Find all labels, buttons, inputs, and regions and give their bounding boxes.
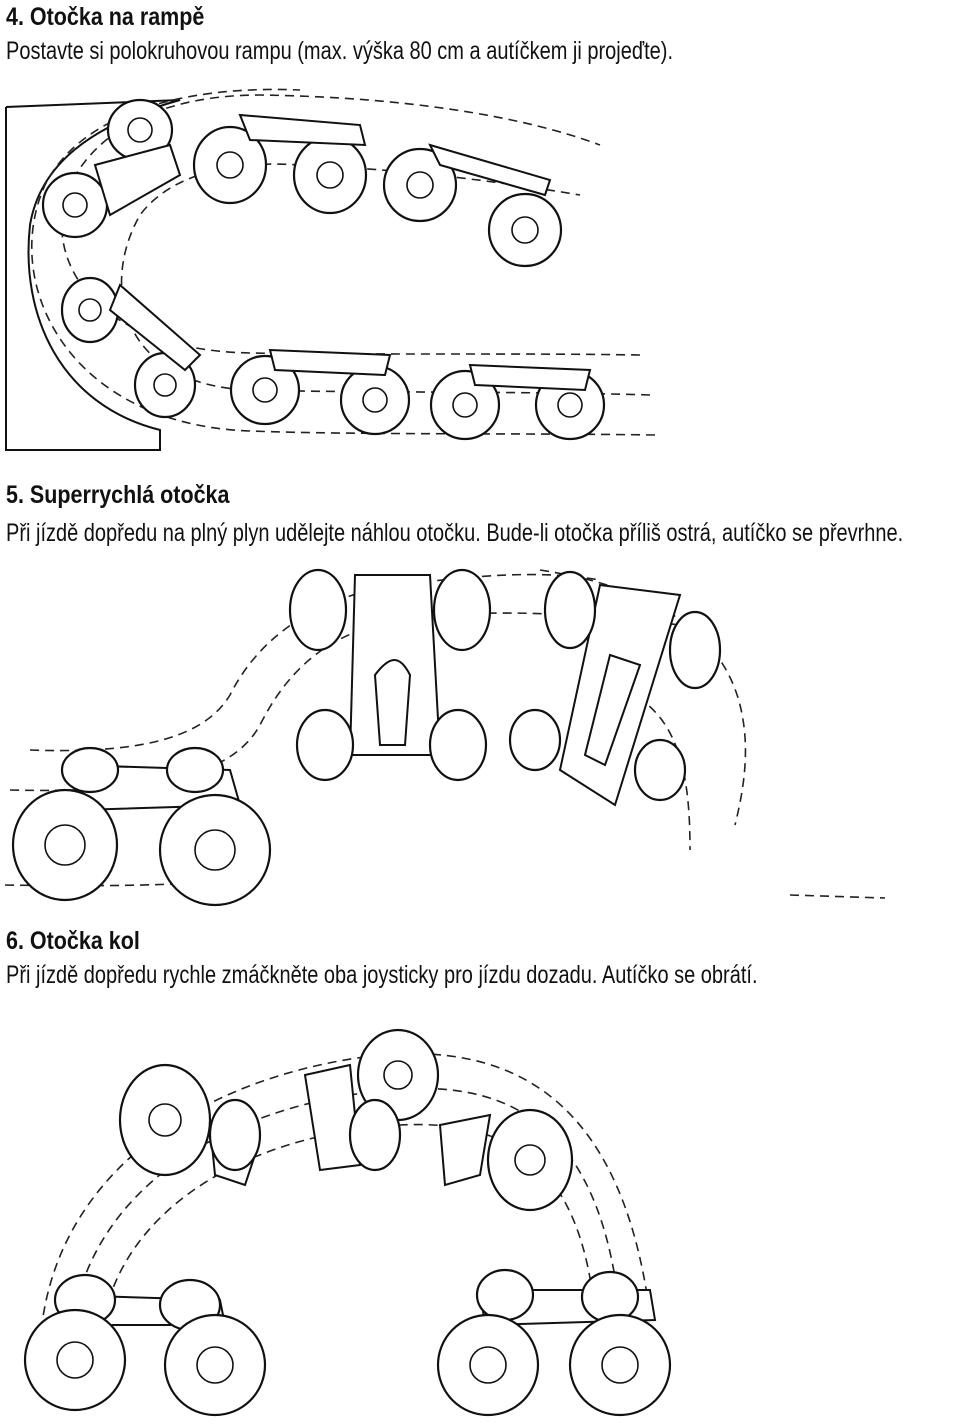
section-wheel-turn: 6. Otočka kol Při jízdě dopředu rychle z…: [6, 926, 956, 990]
ramp-illustration-icon: [5, 88, 656, 451]
section-fast-turn: 5. Superrychlá otočka Při jízdě dopředu …: [6, 480, 956, 548]
section-heading: 4. Otočka na rampě: [6, 3, 205, 31]
wheel-turn-illustration-icon: [23, 1028, 672, 1417]
section-text: Při jízdě dopředu na plný plyn udělejte …: [6, 519, 904, 547]
section-text: Postavte si polokruhovou rampu (max. výš…: [6, 37, 674, 65]
section-heading: 6. Otočka kol: [6, 927, 140, 955]
fast-turn-illustration-icon: [4, 568, 886, 907]
section-heading: 5. Superrychlá otočka: [6, 481, 230, 509]
section-ramp-turn: 4. Otočka na rampě Postavte si polokruho…: [6, 2, 956, 66]
section-text: Při jízdě dopředu rychle zmáčkněte oba j…: [6, 961, 758, 989]
